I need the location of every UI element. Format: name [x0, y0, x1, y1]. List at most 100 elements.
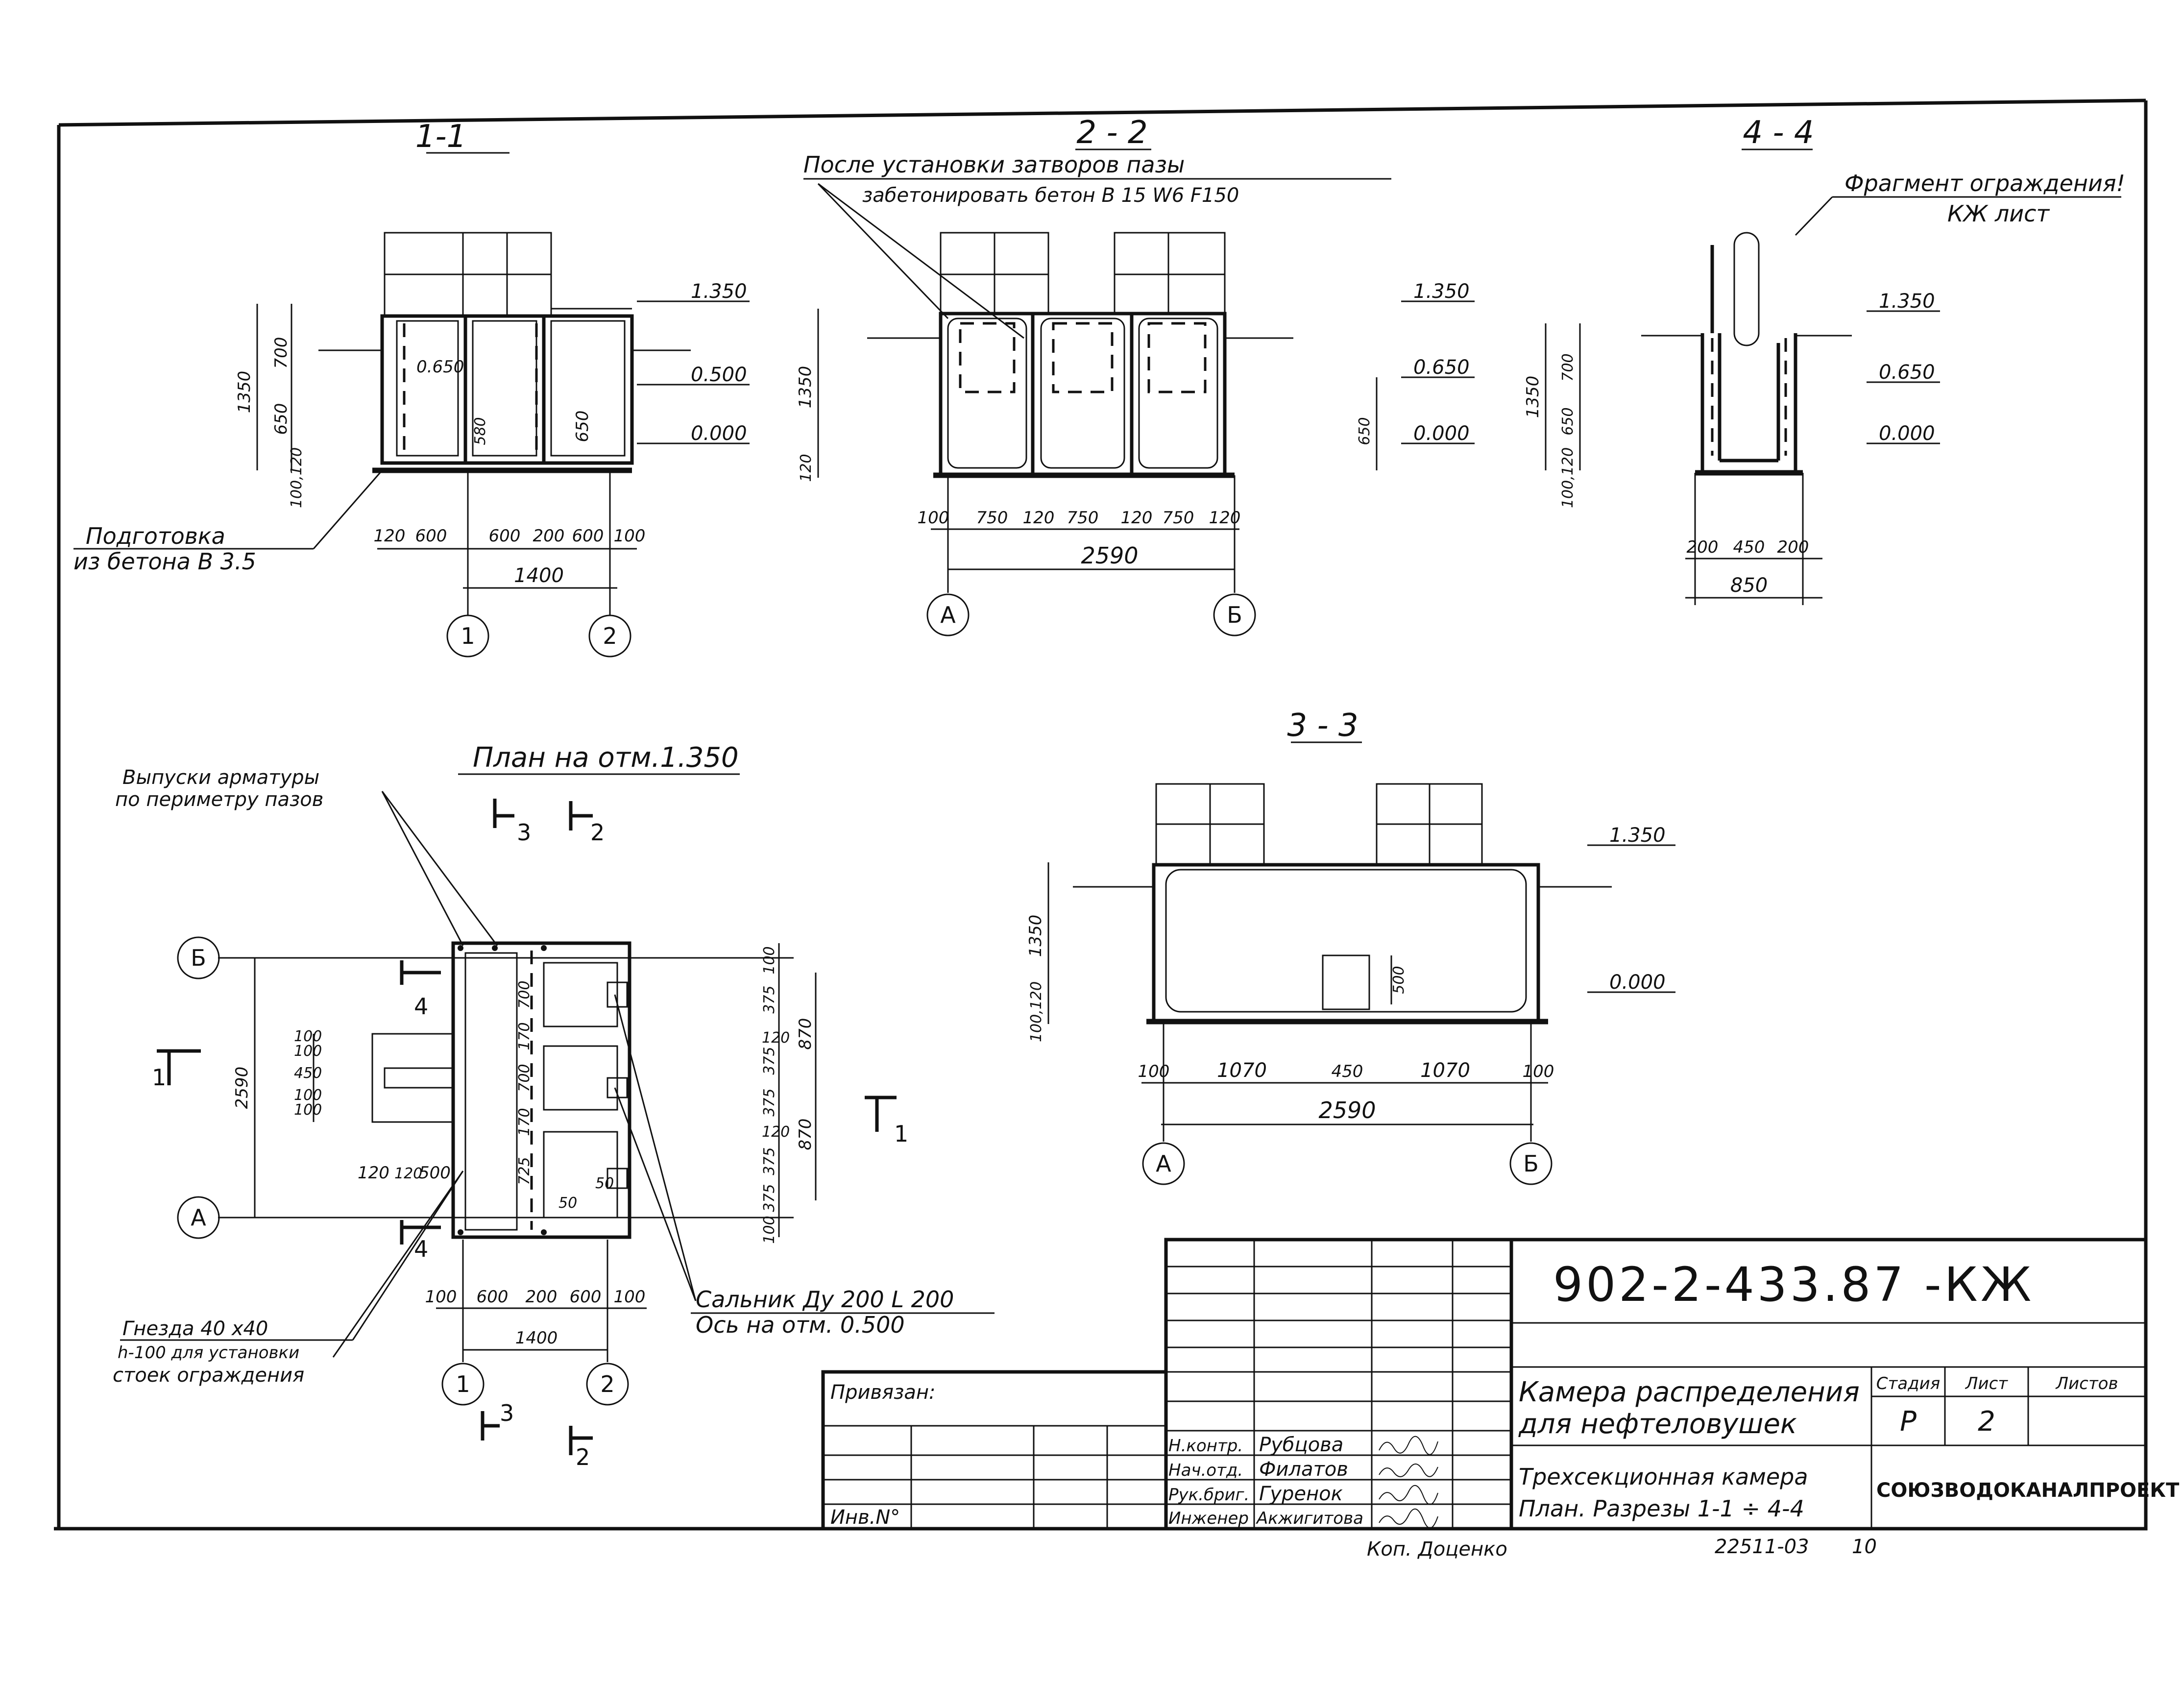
- sheet-value: 2: [1978, 1406, 1995, 1438]
- svg-text:120: 120: [1121, 508, 1153, 528]
- svg-text:700: 700: [1559, 353, 1577, 381]
- svg-text:0.650: 0.650: [1413, 356, 1470, 379]
- svg-text:50: 50: [595, 1175, 614, 1192]
- svg-text:450: 450: [1332, 1062, 1363, 1081]
- svg-text:100: 100: [614, 526, 646, 546]
- svg-text:200: 200: [1687, 537, 1719, 557]
- role: Нач.отд.: [1168, 1461, 1243, 1480]
- svg-text:100: 100: [294, 1101, 322, 1119]
- svg-text:2: 2: [576, 1444, 590, 1470]
- svg-text:0.500: 0.500: [691, 364, 747, 386]
- footer-sheet: 10: [1852, 1536, 1877, 1558]
- svg-text:120: 120: [394, 1165, 422, 1182]
- svg-text:450: 450: [294, 1065, 322, 1082]
- svg-text:700: 700: [516, 1064, 533, 1092]
- svg-text:375: 375: [761, 1184, 778, 1212]
- axis-label: Б: [191, 945, 206, 971]
- svg-text:1: 1: [152, 1064, 166, 1091]
- drawing-code: 902-2-433.87 -КЖ: [1553, 1257, 2034, 1312]
- sheet-title: Трехсекционная камера: [1519, 1464, 1808, 1490]
- svg-text:1350: 1350: [1523, 376, 1543, 418]
- note: стоек ограждения: [113, 1364, 304, 1387]
- svg-text:200: 200: [1777, 537, 1809, 557]
- axis-label: 2: [603, 623, 617, 649]
- svg-text:870: 870: [796, 1018, 815, 1050]
- svg-text:1.350: 1.350: [691, 280, 747, 303]
- svg-text:650: 650: [573, 411, 592, 442]
- person-name: Гуренок: [1259, 1483, 1343, 1505]
- project-title: Камера распределения: [1519, 1376, 1860, 1408]
- project-title: для нефтеловушек: [1518, 1408, 1797, 1440]
- svg-text:580: 580: [472, 417, 489, 445]
- svg-text:100: 100: [294, 1087, 322, 1104]
- svg-text:100: 100: [294, 1043, 322, 1060]
- svg-text:600: 600: [489, 526, 521, 546]
- section-3-3: 3 - 3 1.350 0.000 1350 100,120 500 100 1…: [1026, 708, 1675, 1185]
- stage-value: Р: [1900, 1406, 1917, 1438]
- axis-label: 1: [456, 1371, 470, 1397]
- inv-label: Инв.N°: [830, 1506, 900, 1529]
- svg-text:1.350: 1.350: [1879, 290, 1935, 313]
- svg-text:50: 50: [558, 1195, 577, 1212]
- svg-text:650: 650: [1356, 417, 1373, 445]
- svg-text:100: 100: [761, 946, 778, 974]
- axis-label: А: [940, 602, 956, 628]
- svg-text:100: 100: [425, 1287, 457, 1307]
- svg-text:700: 700: [271, 337, 291, 369]
- svg-text:600: 600: [415, 526, 447, 546]
- svg-text:100: 100: [761, 1216, 778, 1244]
- title-block: Привязан: Инв.N° Н.контр. Нач.отд. Рук.б…: [821, 1238, 2180, 1531]
- svg-text:870: 870: [796, 1119, 815, 1150]
- note: по периметру пазов: [115, 788, 323, 811]
- svg-text:120: 120: [762, 1029, 790, 1047]
- svg-text:100: 100: [1523, 1062, 1554, 1081]
- axis-label: Б: [1523, 1150, 1539, 1177]
- svg-text:600: 600: [477, 1287, 509, 1307]
- svg-text:375: 375: [761, 985, 778, 1013]
- svg-text:750: 750: [976, 508, 1008, 528]
- section-title: 2 - 2: [1076, 115, 1147, 151]
- svg-text:100,120: 100,120: [288, 447, 305, 508]
- svg-text:100: 100: [614, 1287, 646, 1307]
- svg-text:200: 200: [526, 1287, 558, 1307]
- svg-text:375: 375: [761, 1047, 778, 1074]
- note: из бетона B 3.5: [73, 548, 256, 575]
- svg-text:4: 4: [414, 1236, 428, 1262]
- svg-text:1350: 1350: [235, 371, 254, 414]
- svg-text:120: 120: [374, 526, 406, 546]
- svg-text:1.350: 1.350: [1609, 824, 1666, 847]
- note: КЖ лист: [1947, 200, 2050, 227]
- bound-label: Привязан:: [830, 1381, 936, 1404]
- svg-text:850: 850: [1730, 574, 1768, 597]
- person-name: Акжигитова: [1256, 1509, 1363, 1528]
- svg-text:450: 450: [1733, 537, 1765, 557]
- svg-text:600: 600: [572, 526, 604, 546]
- role: Инженер: [1168, 1509, 1249, 1528]
- section-title: 1-1: [415, 119, 467, 155]
- note: h-100 для установки: [118, 1343, 299, 1363]
- note: забетонировать бетон В 15 W6 F150: [862, 184, 1239, 207]
- note: Фрагмент ограждения!: [1844, 170, 2125, 196]
- axis-label: 2: [600, 1371, 614, 1397]
- section-1-1: 1-1 1.350 0.500 0.000 0.650 1350 700: [73, 119, 750, 658]
- svg-text:120: 120: [798, 454, 815, 482]
- svg-text:750: 750: [1163, 508, 1194, 528]
- sheet-label: Лист: [1965, 1374, 2008, 1393]
- section-title: 3 - 3: [1287, 708, 1358, 744]
- svg-text:0.000: 0.000: [1413, 422, 1470, 445]
- svg-text:650: 650: [1559, 407, 1577, 435]
- signatures: [1379, 1436, 1438, 1529]
- section-4-4: 4 - 4 Фрагмент ограждения! КЖ лист 1.350…: [1523, 115, 2125, 605]
- svg-text:2590: 2590: [232, 1067, 252, 1109]
- role: Н.контр.: [1168, 1436, 1243, 1456]
- svg-text:2590: 2590: [1318, 1097, 1376, 1123]
- svg-text:3: 3: [517, 819, 531, 846]
- svg-text:1.350: 1.350: [1413, 280, 1470, 303]
- copied-by: Коп. Доценко: [1367, 1538, 1507, 1561]
- note: Ось на отм. 0.500: [696, 1312, 905, 1338]
- axis-label: А: [1156, 1150, 1171, 1177]
- svg-text:0.650: 0.650: [416, 357, 464, 377]
- svg-text:100: 100: [918, 508, 949, 528]
- svg-text:3: 3: [500, 1400, 514, 1426]
